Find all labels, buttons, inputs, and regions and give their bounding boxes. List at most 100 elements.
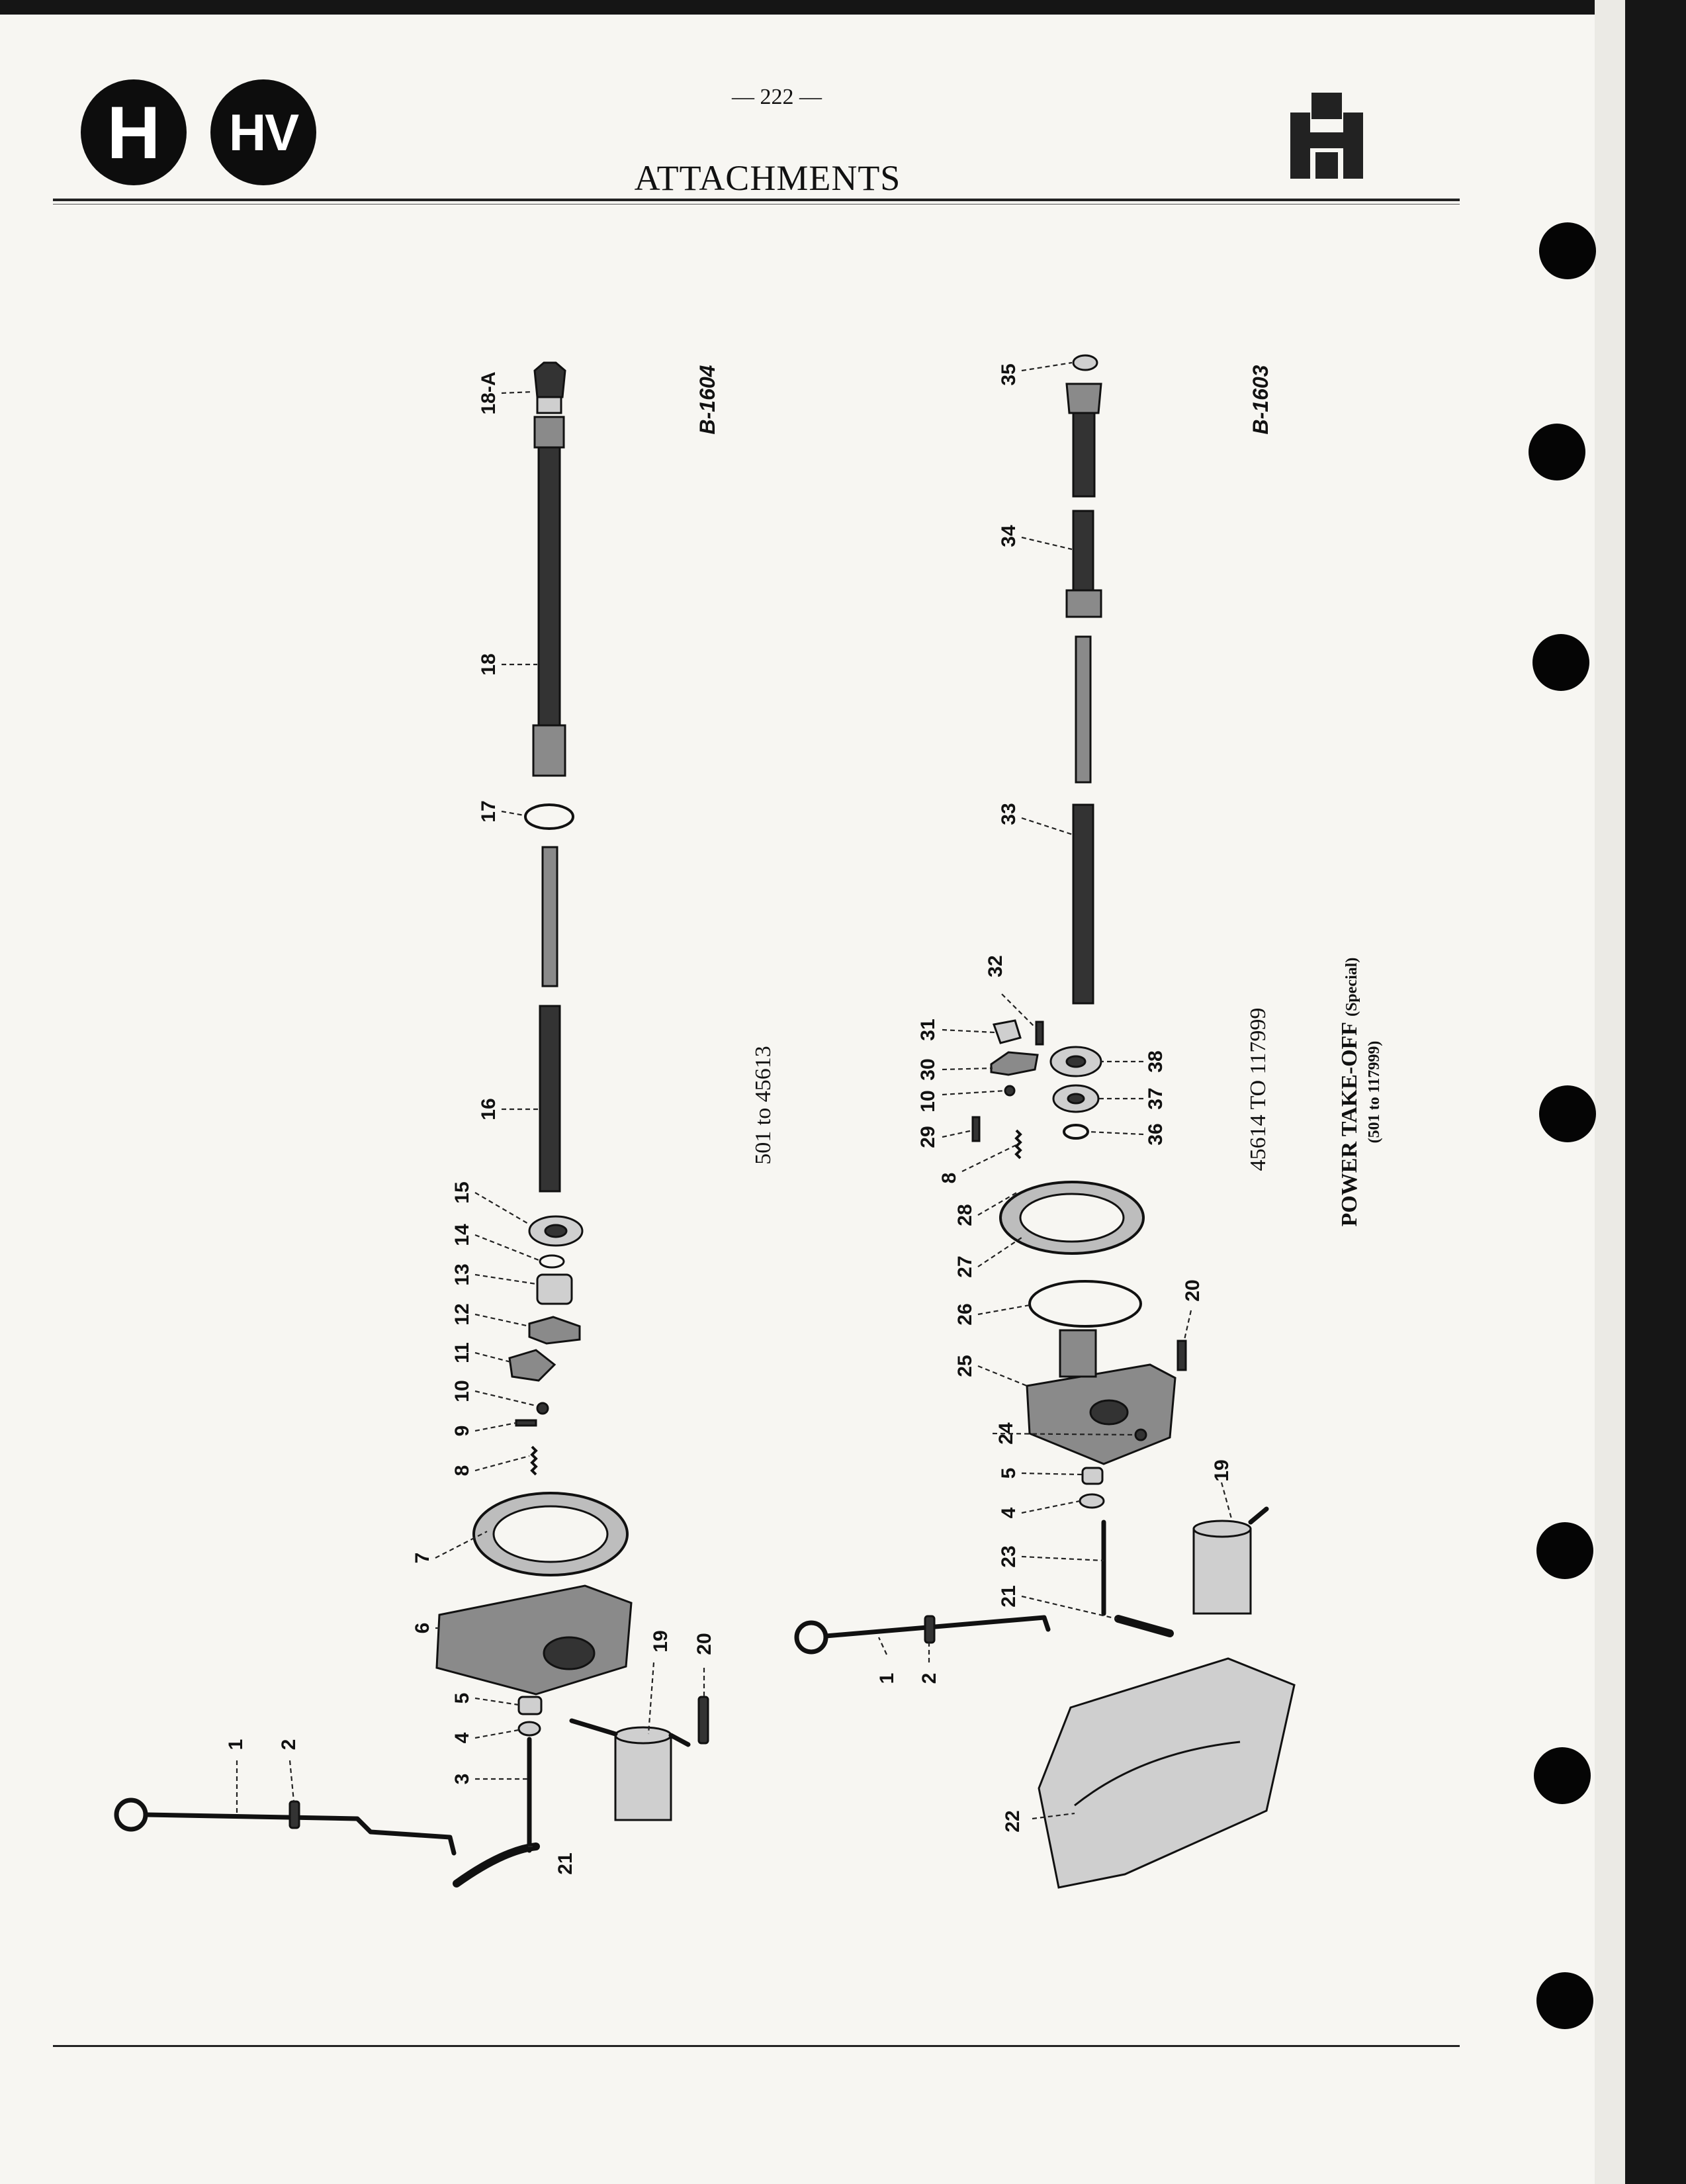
caption-title-suffix: (Special) xyxy=(1343,958,1360,1017)
callout-28: 28 xyxy=(954,1204,976,1226)
callout-34: 34 xyxy=(998,525,1020,547)
callout-5: 5 xyxy=(451,1693,473,1704)
leader xyxy=(1021,1595,1118,1620)
part-19-sleeve-top xyxy=(614,1726,672,1745)
binder-hole xyxy=(1536,1522,1593,1579)
part-1-handle-ring-r xyxy=(794,1620,828,1655)
part-12-shift-lever xyxy=(528,1316,581,1345)
callout-1: 1 xyxy=(225,1739,247,1751)
part-28-gasket-opening xyxy=(1019,1193,1125,1243)
callout-32: 32 xyxy=(985,955,1006,977)
callout-23: 23 xyxy=(998,1545,1020,1567)
part-2-clip-r xyxy=(924,1615,936,1644)
callout-3: 3 xyxy=(451,1774,473,1785)
callout-21: 21 xyxy=(555,1852,576,1874)
part-30-shift-fork xyxy=(990,1051,1039,1076)
callout-19: 19 xyxy=(650,1630,672,1652)
part-22-shield-edge xyxy=(1074,1741,1241,1807)
part-17-ring xyxy=(524,803,574,830)
serial-range-right: 45614 TO 117999 xyxy=(1246,1008,1270,1171)
part-37-bearing-bore xyxy=(1067,1093,1085,1105)
part-1-handle-ring xyxy=(114,1797,148,1832)
leader xyxy=(1021,1500,1081,1514)
figure-code-right: B-1603 xyxy=(1249,365,1272,434)
leader xyxy=(474,1455,530,1472)
part-11-fork xyxy=(508,1349,556,1382)
serial-range-left: 501 to 45613 xyxy=(751,1046,776,1164)
callout-30: 30 xyxy=(917,1058,939,1080)
part-6-housing xyxy=(435,1584,633,1696)
scan-right-edge xyxy=(1625,0,1686,2184)
part-4-washer xyxy=(517,1721,541,1737)
part-34-shaft xyxy=(1072,510,1094,592)
part-1-shift-rod xyxy=(143,1812,457,1856)
callout-19-r: 19 xyxy=(1211,1459,1233,1481)
callout-5-r: 5 xyxy=(998,1468,1020,1479)
part-18-tube xyxy=(533,416,565,449)
callout-37: 37 xyxy=(1145,1087,1167,1109)
leader xyxy=(942,1067,993,1071)
part-8-spring-r xyxy=(1014,1129,1022,1160)
binder-hole xyxy=(1539,1085,1596,1142)
leader xyxy=(474,1390,537,1407)
callout-11: 11 xyxy=(451,1342,473,1363)
page-number: — 222 — xyxy=(732,85,822,109)
part-34-collar xyxy=(1065,589,1102,618)
figure-caption: POWER TAKE-OFF(Special) xyxy=(1337,958,1362,1227)
part-14-snap-ring xyxy=(539,1254,565,1269)
part-35-washer xyxy=(1072,354,1098,371)
part-18a-collar xyxy=(536,396,562,414)
part-18-thread xyxy=(532,724,566,777)
leader xyxy=(288,1760,295,1802)
leader xyxy=(878,1637,887,1655)
part-25-housing-bore xyxy=(1089,1399,1129,1426)
callout-18a: 18-A xyxy=(478,371,500,414)
callout-31: 31 xyxy=(917,1019,939,1040)
leader xyxy=(647,1662,655,1735)
part-22-shield xyxy=(1038,1657,1296,1889)
leader xyxy=(942,1028,996,1034)
header-rule xyxy=(53,199,1460,201)
leader xyxy=(977,1304,1030,1316)
callout-35: 35 xyxy=(998,363,1020,385)
leader xyxy=(942,1089,1006,1096)
binder-hole xyxy=(1539,222,1596,279)
leader xyxy=(1021,817,1075,837)
leader xyxy=(1021,1472,1083,1476)
leader xyxy=(501,810,525,817)
part-13-collar xyxy=(536,1273,573,1305)
part-19-sleeve-r-top xyxy=(1192,1520,1252,1538)
leader xyxy=(1087,1130,1144,1136)
part-9-pin xyxy=(515,1419,537,1427)
callout-10: 10 xyxy=(451,1380,473,1402)
callout-6: 6 xyxy=(412,1623,433,1634)
binder-hole xyxy=(1534,1747,1591,1804)
leader xyxy=(1021,1555,1104,1562)
part-33-shaft-lower xyxy=(1072,803,1094,1005)
binder-hole xyxy=(1536,1972,1593,2029)
part-26-seal-ring xyxy=(1028,1280,1142,1328)
binder-hole xyxy=(1529,424,1585,480)
leader xyxy=(942,1129,973,1138)
part-38-bearing-bore xyxy=(1065,1055,1087,1068)
callout-36: 36 xyxy=(1145,1123,1167,1145)
part-36-snap-ring xyxy=(1063,1124,1089,1140)
callout-7: 7 xyxy=(412,1553,433,1564)
callout-15: 15 xyxy=(451,1181,473,1203)
callout-27: 27 xyxy=(954,1255,976,1277)
part-8-spring xyxy=(530,1445,538,1476)
leader xyxy=(474,1192,530,1225)
callout-10-r: 10 xyxy=(917,1090,939,1112)
part-34-coupling xyxy=(1065,383,1102,414)
part-29-pin xyxy=(971,1116,981,1142)
leader xyxy=(474,1422,517,1432)
callout-12: 12 xyxy=(451,1303,473,1325)
caption-subtitle: (501 to 117999) xyxy=(1366,1041,1383,1144)
leader xyxy=(1021,536,1073,551)
callout-8: 8 xyxy=(451,1465,473,1477)
part-16-shaft-lower xyxy=(539,1005,561,1193)
leader xyxy=(961,1144,1017,1172)
callout-20: 20 xyxy=(693,1633,715,1655)
leader xyxy=(474,1313,530,1328)
